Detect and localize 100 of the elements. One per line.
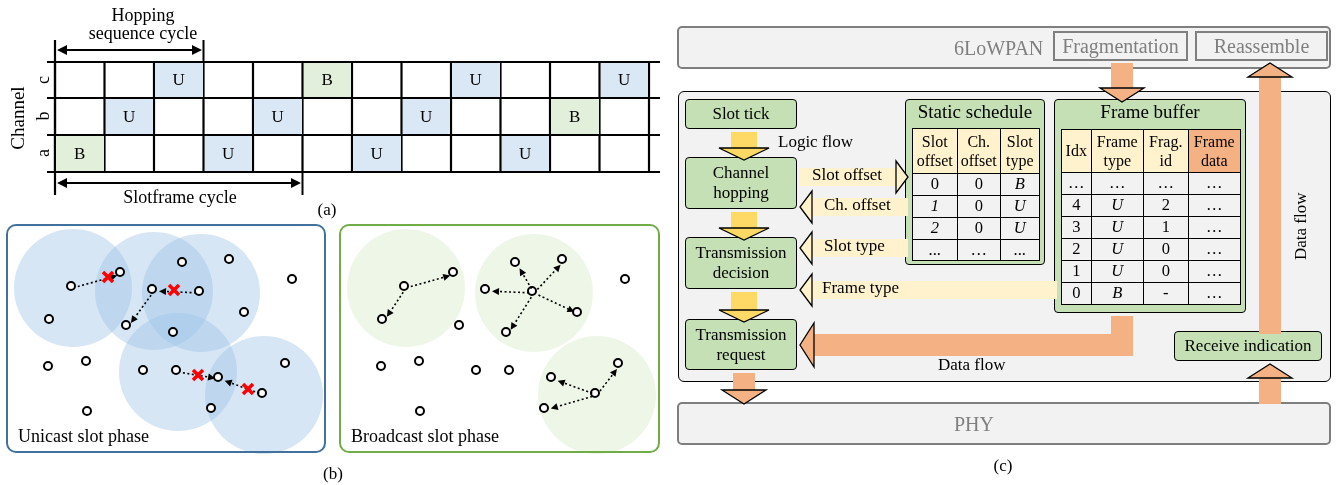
slot-cell: U xyxy=(600,63,648,97)
dotted-arrow xyxy=(386,291,404,317)
table-panel xyxy=(905,99,1045,265)
panel-caption: (a) xyxy=(316,199,338,221)
dotted-arrow xyxy=(77,273,118,288)
edge-label: Frame type xyxy=(821,279,900,297)
table-panel xyxy=(1054,99,1246,313)
node-circle xyxy=(147,284,157,294)
panel-caption: (c) xyxy=(992,455,1014,477)
panel-caption: (b) xyxy=(322,463,344,485)
dimension-label: Hopping sequence cycle xyxy=(87,4,199,44)
node-circle xyxy=(43,361,53,371)
block-arrow xyxy=(1247,363,1293,404)
phase-panel xyxy=(339,224,660,453)
node-circle xyxy=(177,257,187,267)
slot-cell: U xyxy=(105,99,153,134)
block-arrow xyxy=(799,231,908,265)
node-circle xyxy=(572,307,582,317)
slot-cell: U xyxy=(353,136,401,171)
node-circle xyxy=(121,320,131,330)
node-circle xyxy=(213,372,223,382)
block-arrow xyxy=(1247,62,1293,334)
slot-cell: U xyxy=(254,99,302,134)
slot-cell: B xyxy=(56,136,104,171)
node-circle xyxy=(44,314,54,324)
node-circle xyxy=(171,365,181,375)
node-circle xyxy=(280,358,290,368)
node-circle xyxy=(501,327,511,337)
table-header: Slot type xyxy=(999,127,1040,174)
dotted-arrow xyxy=(536,264,561,291)
process-box: Transmission decision xyxy=(685,237,797,289)
table-header: Frame type xyxy=(1090,128,1144,173)
channel-label: b xyxy=(32,110,54,123)
slot-cell: B xyxy=(303,63,351,97)
table-title: Static schedule xyxy=(916,101,1034,123)
dotted-arrow xyxy=(557,379,594,395)
node-circle xyxy=(257,388,267,398)
table-cell: … xyxy=(1060,171,1092,195)
node-circle xyxy=(471,365,481,375)
node-circle xyxy=(239,307,249,317)
node-circle xyxy=(194,286,204,296)
dotted-arrow xyxy=(519,268,533,290)
block-arrow xyxy=(799,316,1133,368)
slot-cell: U xyxy=(501,136,549,171)
edge-label: Ch. offset xyxy=(823,196,892,214)
node-circle xyxy=(66,281,76,291)
edge-label: Logic flow xyxy=(776,133,856,151)
table-cell: 1 xyxy=(1060,259,1092,283)
slot-cell: U xyxy=(204,136,252,171)
table-title: Frame buffer xyxy=(1099,101,1201,123)
node-circle xyxy=(399,281,409,291)
panel-title: Broadcast slot phase xyxy=(351,426,499,447)
block-arrow xyxy=(721,373,767,405)
dotted-arrow xyxy=(510,296,533,330)
process-box: Slot tick xyxy=(685,99,797,129)
block-arrow xyxy=(718,212,770,241)
edge-label: Slot offset xyxy=(811,166,884,184)
node-circle xyxy=(480,284,490,294)
node-circle xyxy=(224,254,234,264)
layer-label: 6LoWPAN xyxy=(954,37,1044,60)
node-circle xyxy=(504,365,514,375)
node-circle xyxy=(510,257,520,267)
block-arrow xyxy=(718,132,770,161)
node-circle xyxy=(546,372,556,382)
phase-panel xyxy=(6,224,326,453)
node-circle xyxy=(414,356,424,366)
layer-bar xyxy=(677,26,1331,69)
dotted-arrow xyxy=(599,368,617,392)
table-cell: 0 xyxy=(1060,281,1092,305)
channel-label: c xyxy=(32,75,54,86)
node-circle xyxy=(454,320,464,330)
process-box: Receive indication xyxy=(1174,331,1322,361)
layer-bar xyxy=(677,402,1331,445)
block-arrow xyxy=(1099,63,1145,103)
node-circle xyxy=(168,327,178,337)
block-arrow xyxy=(718,292,770,323)
slot-cell: U xyxy=(452,63,500,97)
node-circle xyxy=(557,254,567,264)
node-circle xyxy=(448,267,458,277)
node-circle xyxy=(527,286,537,296)
layer-label: PHY xyxy=(954,413,994,436)
dotted-arrow xyxy=(410,273,451,288)
panel-title: Unicast slot phase xyxy=(18,426,149,447)
node-circle xyxy=(138,365,148,375)
dotted-arrow xyxy=(130,294,152,323)
process-box: Channel hopping xyxy=(685,157,797,209)
node-circle xyxy=(620,274,630,284)
node-circle xyxy=(415,406,425,416)
node-circle xyxy=(377,314,387,324)
table-cell: 2 xyxy=(1060,237,1092,261)
dotted-arrow xyxy=(182,372,216,381)
node-circle xyxy=(81,356,91,366)
process-box: Transmission request xyxy=(685,319,797,370)
block-arrow xyxy=(799,273,1057,307)
node-circle xyxy=(376,361,386,371)
dotted-arrow xyxy=(537,294,575,313)
node-circle xyxy=(82,406,92,416)
edge-label: Slot type xyxy=(823,237,886,255)
node-circle xyxy=(590,388,600,398)
block-arrow xyxy=(800,160,909,194)
